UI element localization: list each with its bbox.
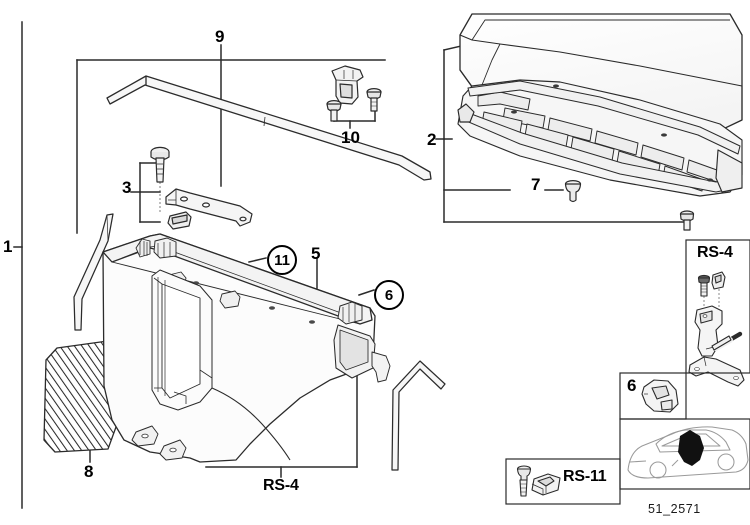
page-code: 51_2571	[648, 502, 701, 516]
rs4-clip-top-right	[711, 271, 726, 312]
callout-3: 3	[122, 178, 132, 197]
callout-11: 11	[267, 245, 297, 275]
rs11-clip	[531, 473, 561, 496]
callout-6-box: 6	[627, 376, 637, 395]
part-3-assembly	[150, 146, 253, 230]
part-6-box-contents	[641, 379, 679, 413]
sub-boxes	[505, 239, 750, 505]
part-3-screw	[150, 146, 170, 214]
part-5-console-body	[102, 233, 391, 463]
callout-5: 5	[311, 244, 321, 263]
callout-9: 9	[215, 27, 225, 46]
console-clip-cluster-left	[135, 237, 177, 259]
group-label-rs4-right: RS-4	[697, 244, 733, 261]
part-2-support-frame	[457, 79, 743, 197]
part-10-screw-right	[366, 87, 382, 112]
callout-1: 1	[3, 237, 13, 256]
part-10-pin-left	[326, 99, 342, 122]
callout-2: 2	[427, 130, 437, 149]
part-3-clip	[167, 211, 192, 230]
vehicle-highlight-area	[678, 430, 704, 466]
group-label-rs4-main: RS-4	[263, 477, 299, 494]
rs11-box	[505, 458, 621, 505]
rs4-screw-top	[697, 274, 711, 310]
part-2-parcel-shelf-cover	[459, 13, 743, 141]
vehicle-silhouette	[627, 426, 749, 479]
callout-7: 7	[531, 175, 541, 194]
part-trim-strip-right	[391, 360, 446, 471]
callout-6: 6	[374, 280, 404, 310]
callout-10: 10	[341, 128, 360, 147]
rs11-screw	[516, 465, 532, 497]
callout-8: 8	[84, 462, 94, 481]
part-9-trim-rod	[106, 75, 432, 181]
rs4-flat-bracket	[688, 356, 745, 387]
part-3-rail	[165, 188, 253, 227]
rs4-sub-box	[685, 239, 750, 374]
part-1-trim-strip-left	[73, 213, 114, 331]
leader-6-circle	[358, 289, 375, 296]
vehicle-box	[619, 418, 750, 490]
part-7-push-clip	[564, 180, 582, 203]
rs11-box-contents	[516, 465, 561, 497]
leader-11	[248, 257, 267, 263]
rs4-subbox-contents	[688, 271, 745, 387]
group-label-rs11: RS-11	[563, 468, 607, 485]
part-10-assembly	[326, 65, 382, 122]
part-screw-lower-right	[679, 210, 695, 231]
rs4-screw-bottom	[711, 331, 743, 351]
